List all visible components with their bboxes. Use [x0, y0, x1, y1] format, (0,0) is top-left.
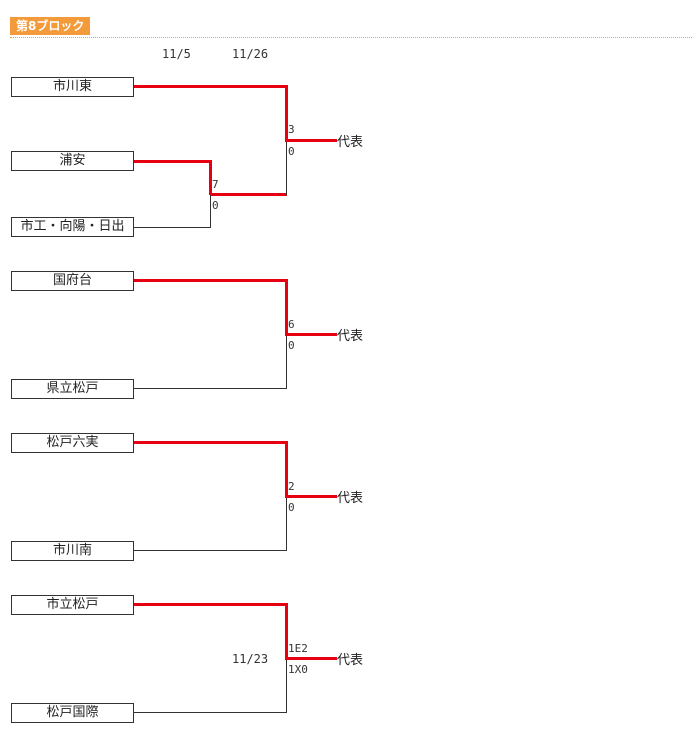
- block-header: 第8ブロック: [10, 17, 692, 38]
- match-date: 11/23: [232, 652, 269, 666]
- team-box: 市川南: [11, 541, 134, 561]
- bracket-line: [286, 497, 287, 551]
- bracket-line-win: [134, 603, 287, 606]
- team-box: 松戸六実: [11, 433, 134, 453]
- bracket-line-win: [285, 333, 337, 336]
- bracket-line-win: [285, 139, 337, 142]
- score-bottom: 0: [288, 339, 295, 352]
- team-box: 浦安: [11, 151, 134, 171]
- bracket-line-win: [285, 657, 337, 660]
- bracket-line-win: [134, 441, 287, 444]
- score-top: 7: [212, 178, 219, 191]
- bracket-line-win: [285, 603, 288, 659]
- score-bottom: 0: [288, 145, 295, 158]
- round2-date: 11/26: [232, 47, 269, 61]
- round1-date: 11/5: [162, 47, 191, 61]
- bracket-line-win: [285, 279, 288, 335]
- score-bottom: 0: [212, 199, 219, 212]
- score-top: 2: [288, 480, 295, 493]
- representative-label: 代表: [337, 491, 364, 506]
- bracket-line-win: [285, 495, 337, 498]
- bracket-line: [286, 335, 287, 389]
- bracket-line-win: [285, 441, 288, 497]
- bracket-line: [210, 195, 211, 228]
- bracket-line: [134, 227, 211, 228]
- bracket-line-win: [209, 160, 212, 195]
- bracket-line: [134, 550, 287, 551]
- bracket-line: [134, 712, 287, 713]
- score-top: 3: [288, 123, 295, 136]
- score-top: 6: [288, 318, 295, 331]
- team-box: 国府台: [11, 271, 134, 291]
- representative-label: 代表: [337, 329, 364, 344]
- team-box: 県立松戸: [11, 379, 134, 399]
- bracket-line-win: [285, 85, 288, 141]
- team-box: 市立松戸: [11, 595, 134, 615]
- bracket-line: [134, 388, 287, 389]
- representative-label: 代表: [337, 653, 364, 668]
- representative-label: 代表: [337, 135, 364, 150]
- team-box: 松戸国際: [11, 703, 134, 723]
- bracket-line-win: [134, 160, 211, 163]
- team-box: 市工・向陽・日出: [11, 217, 134, 237]
- score-top: 1E2: [288, 642, 308, 655]
- bracket-line-win: [211, 193, 287, 196]
- bracket-line-win: [134, 85, 287, 88]
- bracket-line: [286, 141, 287, 195]
- score-bottom: 1X0: [288, 663, 308, 676]
- bracket-line: [286, 659, 287, 713]
- bracket-line-win: [134, 279, 287, 282]
- team-box: 市川東: [11, 77, 134, 97]
- block-title: 第8ブロック: [10, 17, 91, 35]
- score-bottom: 0: [288, 501, 295, 514]
